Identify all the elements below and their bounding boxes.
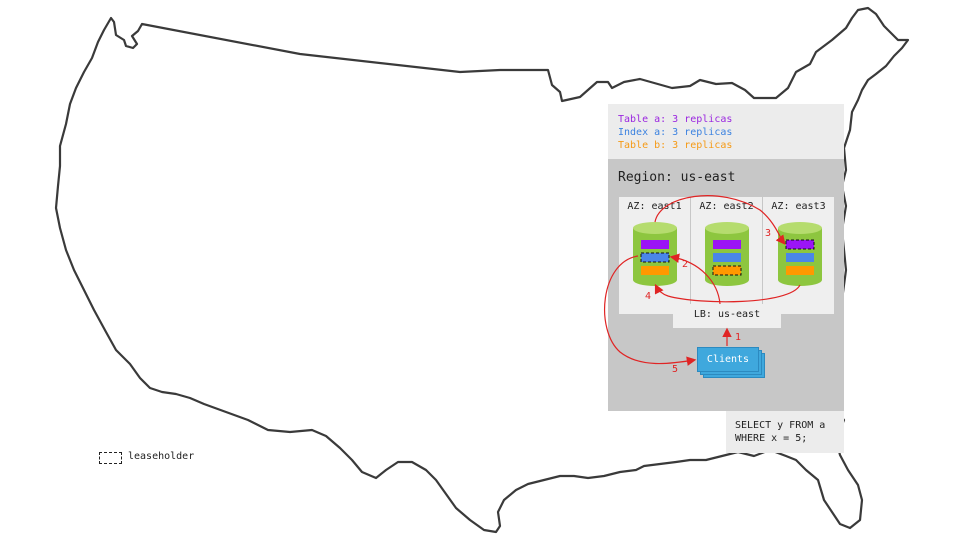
load-balancer: LB: us-east bbox=[673, 304, 781, 328]
sql-query-box: SELECT y FROM a WHERE x = 5; bbox=[726, 411, 844, 453]
table-b-replica bbox=[641, 266, 669, 275]
table-b-replica bbox=[712, 265, 742, 276]
step-label-4: 4 bbox=[645, 291, 652, 302]
legend-index-a: Index a: 3 replicas bbox=[618, 127, 733, 138]
sql-line-1: SELECT y FROM a bbox=[735, 420, 826, 431]
step-label-3: 3 bbox=[765, 228, 772, 239]
replica-legend: Table a: 3 replicas Index a: 3 replicas … bbox=[608, 104, 844, 159]
sql-line-2: WHERE x = 5; bbox=[735, 433, 808, 444]
database-icon-east3 bbox=[778, 222, 822, 286]
leaseholder-key-swatch bbox=[99, 452, 122, 464]
legend-table-b: Table b: 3 replicas bbox=[618, 140, 733, 151]
us-outline bbox=[54, 6, 910, 534]
legend-table-a: Table a: 3 replicas bbox=[618, 114, 733, 125]
az-label: AZ: east3 bbox=[771, 201, 826, 212]
index-a-replica bbox=[786, 253, 814, 262]
step-label-1: 1 bbox=[735, 332, 742, 343]
database-icon-east1 bbox=[633, 222, 677, 286]
index-a-replica bbox=[713, 253, 741, 262]
table-a-replica bbox=[785, 239, 815, 250]
table-a-replica bbox=[713, 240, 741, 249]
database-icon-east2 bbox=[705, 222, 749, 286]
leaseholder-key-label: leaseholder bbox=[128, 451, 195, 462]
index-a-replica bbox=[640, 252, 670, 263]
clients-box[interactable]: Clients bbox=[697, 347, 759, 372]
region-title: Region: us-east bbox=[618, 170, 736, 185]
table-b-replica bbox=[786, 266, 814, 275]
step-label-5: 5 bbox=[672, 364, 679, 375]
step-label-2: 2 bbox=[682, 259, 689, 270]
table-a-replica bbox=[641, 240, 669, 249]
